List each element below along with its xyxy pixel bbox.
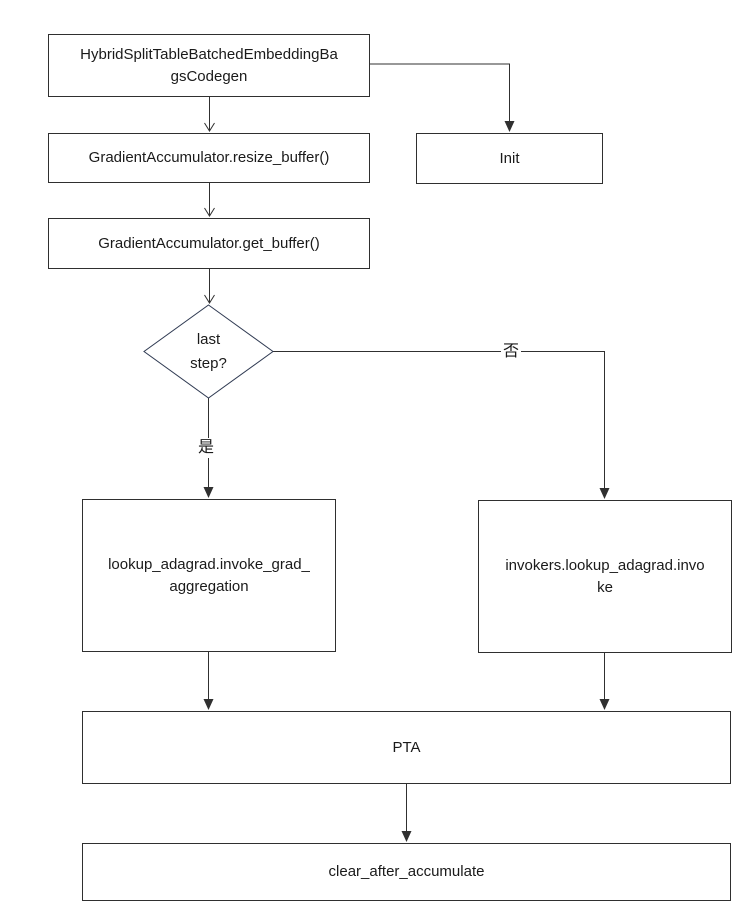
node-invoke-grad-aggregation: lookup_adagrad.invoke_grad_ aggregation	[82, 499, 336, 652]
edge-laststep-no-to-invokers	[273, 351, 610, 499]
node-pta-label: PTA	[392, 738, 421, 756]
node-init: Init	[416, 133, 603, 184]
decision-last-step: last step?	[158, 326, 259, 377]
node-pta: PTA	[82, 711, 731, 784]
node-invokers-invoke-label: invokers.lookup_adagrad.invo ke	[505, 556, 705, 596]
node-codegen: HybridSplitTableBatchedEmbeddingBa gsCod…	[48, 34, 370, 97]
node-invokers-invoke: invokers.lookup_adagrad.invo ke	[478, 500, 732, 653]
node-clear-after-accumulate-label: clear_after_accumulate	[328, 863, 485, 881]
node-invoke-grad-aggregation-label: lookup_adagrad.invoke_grad_ aggregation	[108, 555, 310, 595]
node-resize-buffer-label: GradientAccumulator.resize_buffer()	[88, 149, 330, 167]
edge-label-yes: 是	[196, 438, 217, 458]
node-get-buffer-label: GradientAccumulator.get_buffer()	[98, 234, 320, 252]
node-init-label: Init	[499, 149, 520, 167]
edge-label-no: 否	[501, 342, 522, 362]
node-resize-buffer: GradientAccumulator.resize_buffer()	[48, 133, 370, 183]
edge-codegen-to-init	[370, 63, 515, 132]
node-get-buffer: GradientAccumulator.get_buffer()	[48, 218, 370, 269]
decision-diamond-shape	[143, 304, 274, 399]
node-codegen-label: HybridSplitTableBatchedEmbeddingBa gsCod…	[80, 45, 338, 85]
decision-last-step-label: last step?	[190, 331, 227, 372]
node-clear-after-accumulate: clear_after_accumulate	[82, 843, 731, 901]
